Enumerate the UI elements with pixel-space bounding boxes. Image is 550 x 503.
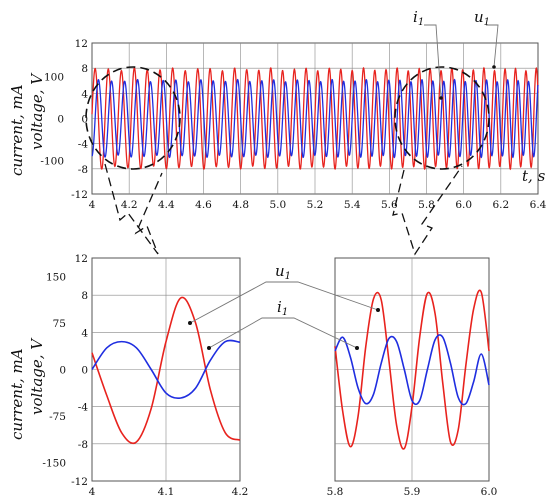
bottom-left-current-tick: 75 — [53, 318, 66, 330]
top-voltage-tick: -4 — [78, 139, 89, 151]
bottom-right-series — [334, 289, 490, 450]
leader-top-u1 — [486, 24, 499, 68]
dot-top-i1 — [439, 96, 443, 100]
bottom-left-voltage-tick: 8 — [81, 290, 88, 302]
top-x-tick: 5.4 — [344, 199, 361, 211]
bottom-left-ticks: 4 4.1 4.2 12 8 4 0 -4 -8 -12 150 75 0 -75 -150 — [42, 253, 248, 498]
zoom-arrow-left — [104, 163, 163, 255]
annotation-dots — [188, 65, 496, 350]
bottom-left-voltage-tick: -8 — [78, 439, 88, 451]
bottom-left-grid — [92, 258, 240, 481]
bottom-right-x-tick: 6.0 — [481, 486, 498, 498]
top-x-tick: 4.4 — [158, 199, 175, 211]
top-voltage-tick: -8 — [78, 164, 88, 176]
top-x-tick: 5.0 — [269, 199, 286, 211]
top-x-tick: 6.2 — [492, 199, 509, 211]
bottom-right-ticks: 5.8 5.9 6.0 — [327, 486, 498, 498]
top-x-tick: 6.0 — [455, 199, 472, 211]
top-series — [91, 66, 539, 171]
top-voltage-tick: 8 — [81, 63, 88, 75]
bottom-left-series-i1 — [91, 339, 241, 400]
top-voltage-tick: 4 — [81, 88, 88, 100]
bottom-left-voltage-tick: 12 — [75, 253, 88, 265]
leader-top-i1 — [424, 24, 442, 99]
bottom-right-grid — [335, 258, 489, 481]
top-current-tick: 100 — [44, 72, 64, 84]
top-x-tick: 5.6 — [381, 199, 398, 211]
top-x-tick: 4 — [89, 199, 96, 211]
top-x-tick: 5.8 — [418, 199, 435, 211]
bottom-left-voltage-tick: -12 — [71, 476, 88, 488]
bottom-right-series-i1 — [334, 334, 490, 406]
top-current-tick: -100 — [40, 155, 64, 167]
bottom-left-voltage-tick: 0 — [81, 365, 88, 377]
y-axis-label-voltage-top: voltage, V — [28, 72, 46, 150]
bottom-left-current-tick: 150 — [46, 272, 66, 284]
bottom-left-current-tick: 0 — [59, 365, 66, 377]
bottom-left-voltage-tick: -4 — [78, 402, 89, 414]
top-current-tick: 0 — [57, 114, 64, 126]
y-axis-label-voltage-bottom: voltage, V — [28, 337, 46, 415]
zoom-circle-left — [85, 66, 181, 170]
dot-bottom-u1-right — [376, 308, 380, 312]
label-bottom-i1: i1 — [277, 298, 288, 318]
y-axis-label-current-bottom: current, mA — [8, 348, 26, 440]
top-ticks: 4 4.2 4.4 4.6 4.8 5.0 5.2 5.4 5.6 5.8 6.0 6.2 6.4 12 8… — [40, 38, 546, 211]
label-bottom-u1: u1 — [275, 262, 291, 282]
bottom-right-series-u1 — [334, 289, 490, 450]
bottom-left-series-u1 — [91, 296, 241, 445]
y-axis-label-current-top: current, mA — [8, 84, 26, 176]
zoom-circle-right — [394, 66, 490, 170]
bottom-right-x-tick: 5.9 — [404, 486, 421, 498]
zoom-callouts — [85, 66, 490, 256]
dot-bottom-i1-right — [355, 346, 359, 350]
bottom-left-current-tick: -75 — [49, 411, 66, 423]
top-series-i1 — [91, 78, 539, 159]
leader-bottom-u1 — [189, 281, 379, 324]
zoom-arrow-right — [392, 165, 463, 256]
top-series-u1 — [91, 66, 539, 171]
dot-bottom-i1-left — [207, 346, 211, 350]
x-axis-label-top: t, s — [522, 167, 546, 185]
top-x-tick: 4.8 — [232, 199, 249, 211]
label-top-i1: i1 — [413, 8, 424, 28]
top-x-tick: 4.2 — [121, 199, 138, 211]
bottom-left-x-tick: 4.1 — [158, 486, 175, 498]
dot-bottom-u1-left — [188, 321, 192, 325]
top-x-tick: 5.2 — [307, 199, 324, 211]
top-voltage-tick: -12 — [71, 189, 88, 201]
bottom-left-voltage-tick: 4 — [81, 327, 88, 339]
annotation-leaders — [189, 24, 499, 349]
bottom-right-x-tick: 5.8 — [327, 486, 344, 498]
top-x-tick: 4.6 — [195, 199, 212, 211]
bottom-left-x-tick: 4 — [89, 486, 96, 498]
dot-top-u1 — [492, 65, 496, 69]
bottom-left-panel: 4 4.1 4.2 12 8 4 0 -4 -8 -12 150 75 0 -75 -150 — [42, 253, 248, 498]
top-x-tick: 6.4 — [530, 199, 547, 211]
bottom-right-panel: 5.8 5.9 6.0 — [327, 257, 498, 498]
bottom-left-series — [91, 296, 241, 445]
top-voltage-tick: 12 — [75, 38, 88, 50]
label-top-u1: u1 — [474, 8, 490, 28]
bottom-left-current-tick: -150 — [42, 457, 66, 469]
top-panel: 4 4.2 4.4 4.6 4.8 5.0 5.2 5.4 5.6 5.8 6.0 6.2 6.4 12 8… — [40, 38, 546, 211]
leader-bottom-i1 — [208, 317, 358, 349]
bottom-left-x-tick: 4.2 — [232, 486, 249, 498]
top-voltage-tick: 0 — [81, 114, 88, 126]
